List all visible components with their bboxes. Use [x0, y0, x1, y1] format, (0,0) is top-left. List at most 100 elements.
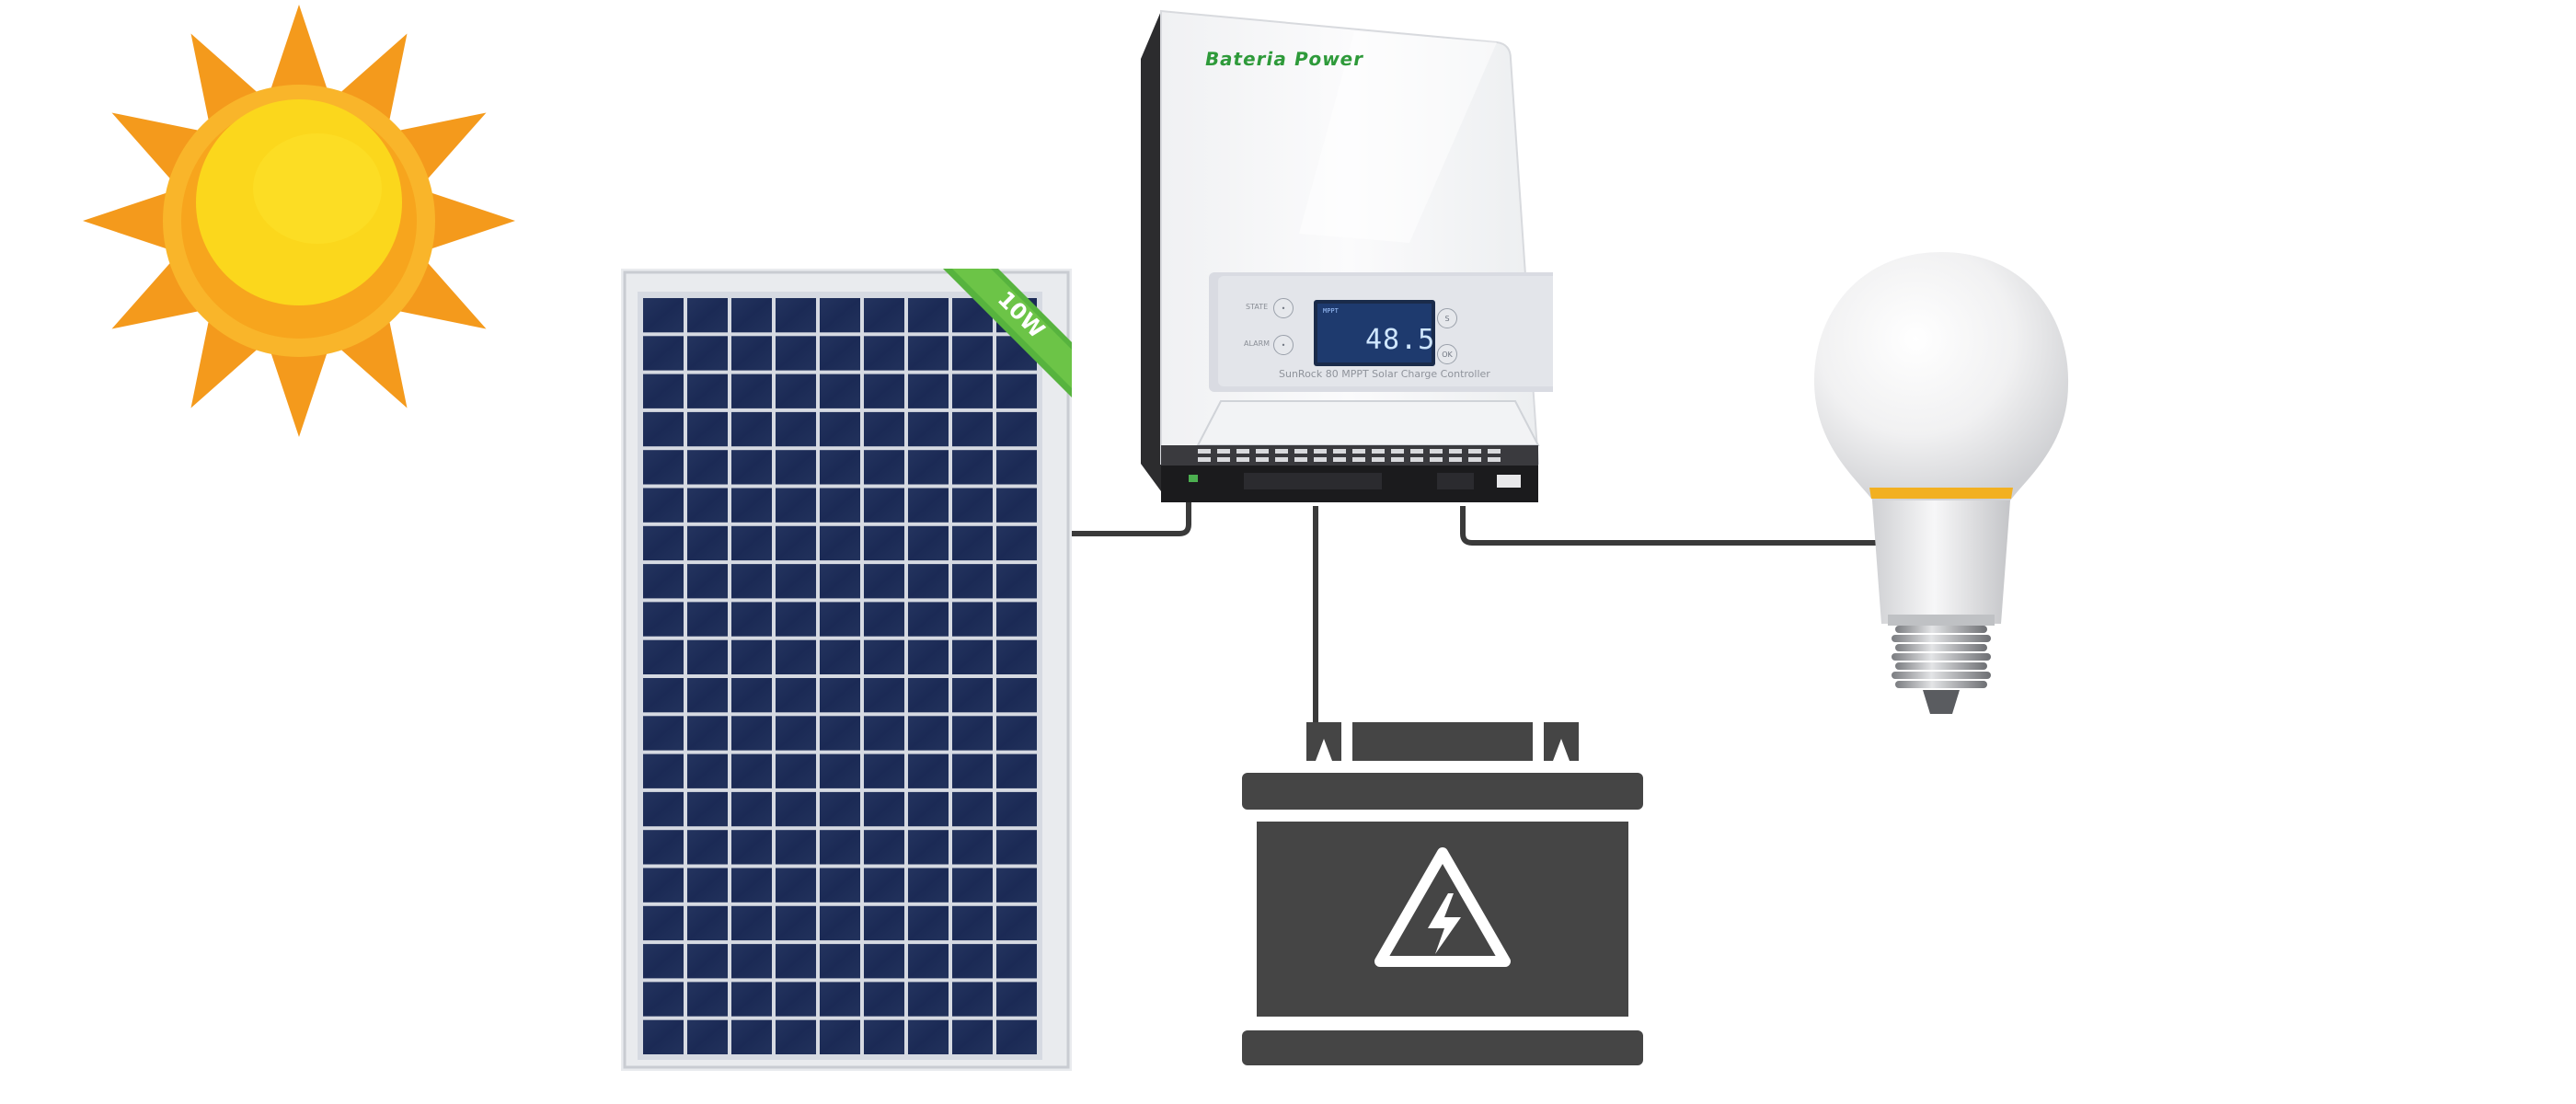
- solar-cell: [687, 678, 728, 713]
- vent-slot: [1372, 449, 1385, 454]
- solar-cell: [996, 1019, 1037, 1054]
- solar-cell: [996, 716, 1037, 751]
- solar-cell: [687, 639, 728, 674]
- solar-cell: [820, 678, 860, 713]
- solar-cell: [731, 525, 772, 561]
- solar-cell: [820, 905, 860, 941]
- solar-cell: [908, 411, 949, 447]
- model-text: SunRock 80 MPPT Solar Charge Controller: [1279, 368, 1490, 380]
- vent-slot: [1468, 449, 1481, 454]
- solar-cell: [643, 298, 684, 333]
- solar-cell: [952, 982, 993, 1017]
- set-button[interactable]: S: [1437, 308, 1457, 328]
- solar-cell: [996, 905, 1037, 941]
- solar-cell: [731, 298, 772, 333]
- screw-thread: [1895, 681, 1987, 688]
- ok-button[interactable]: OK: [1437, 344, 1457, 364]
- solar-cell: [820, 411, 860, 447]
- solar-cell: [820, 830, 860, 865]
- solar-cell: [643, 982, 684, 1017]
- solar-cell: [643, 602, 684, 637]
- solar-cell: [687, 450, 728, 485]
- solar-cell: [776, 1019, 816, 1054]
- solar-cell: [820, 374, 860, 408]
- solar-cell: [952, 639, 993, 674]
- solar-cell: [687, 982, 728, 1017]
- solar-cell: [908, 1019, 949, 1054]
- solar-cell: [776, 753, 816, 788]
- solar-cell: [643, 905, 684, 941]
- vent-slot: [1333, 457, 1346, 462]
- solar-cell: [776, 374, 816, 408]
- solar-panel-icon: 10W: [621, 269, 1072, 1071]
- solar-cell: [952, 830, 993, 865]
- solar-cell: [820, 639, 860, 674]
- solar-cell: [908, 602, 949, 637]
- solar-cell: [731, 791, 772, 827]
- solar-cell: [820, 982, 860, 1017]
- solar-cell: [731, 374, 772, 408]
- vent-slot: [1294, 457, 1307, 462]
- solar-cell: [908, 905, 949, 941]
- vent-slot: [1275, 449, 1288, 454]
- solar-cell: [996, 450, 1037, 485]
- solar-cell: [687, 336, 728, 371]
- solar-cell: [864, 1019, 904, 1054]
- solar-cell: [776, 944, 816, 979]
- solar-cell: [996, 982, 1037, 1017]
- solar-cell: [820, 753, 860, 788]
- solar-cell: [731, 450, 772, 485]
- vent-slot: [1391, 457, 1404, 462]
- solar-cell: [908, 944, 949, 979]
- solar-cell: [908, 374, 949, 408]
- solar-cell: [864, 298, 904, 333]
- vent-slot: [1275, 457, 1288, 462]
- solar-cell: [996, 411, 1037, 447]
- solar-cell: [996, 602, 1037, 637]
- solar-cell: [908, 488, 949, 523]
- solar-cell: [908, 678, 949, 713]
- solar-cell: [820, 944, 860, 979]
- solar-cell: [776, 602, 816, 637]
- solar-cell: [643, 525, 684, 561]
- solar-cell: [908, 336, 949, 371]
- solar-cell: [908, 564, 949, 599]
- solar-cell: [952, 488, 993, 523]
- screw-thread: [1895, 626, 1987, 633]
- solar-cell: [643, 336, 684, 371]
- solar-cell: [731, 905, 772, 941]
- solar-cell: [996, 944, 1037, 979]
- vent-slot: [1236, 449, 1249, 454]
- vent-slot: [1217, 449, 1230, 454]
- solar-cell: [776, 868, 816, 903]
- vent-slot: [1449, 457, 1462, 462]
- solar-cell: [952, 678, 993, 713]
- vent-slot: [1198, 457, 1211, 462]
- solar-cell: [908, 716, 949, 751]
- solar-cell: [687, 602, 728, 637]
- vent-slot: [1410, 449, 1423, 454]
- solar-cell: [864, 982, 904, 1017]
- vent-slot: [1410, 457, 1423, 462]
- solar-cell: [687, 753, 728, 788]
- solar-cell: [776, 639, 816, 674]
- solar-cell: [996, 830, 1037, 865]
- solar-cell: [643, 488, 684, 523]
- state-button[interactable]: •: [1273, 298, 1294, 318]
- vent-slot: [1314, 449, 1327, 454]
- solar-cell: [731, 336, 772, 371]
- solar-cell: [864, 830, 904, 865]
- alarm-button[interactable]: •: [1273, 335, 1294, 355]
- solar-cell: [996, 868, 1037, 903]
- solar-cell: [820, 1019, 860, 1054]
- solar-cell: [864, 678, 904, 713]
- vent-slot: [1372, 457, 1385, 462]
- solar-cell: [776, 830, 816, 865]
- solar-cell: [952, 944, 993, 979]
- solar-cell: [776, 716, 816, 751]
- state-label: STATE: [1246, 303, 1269, 311]
- solar-cell: [731, 678, 772, 713]
- solar-cell: [776, 488, 816, 523]
- solar-cell: [687, 488, 728, 523]
- vent-slot: [1488, 457, 1501, 462]
